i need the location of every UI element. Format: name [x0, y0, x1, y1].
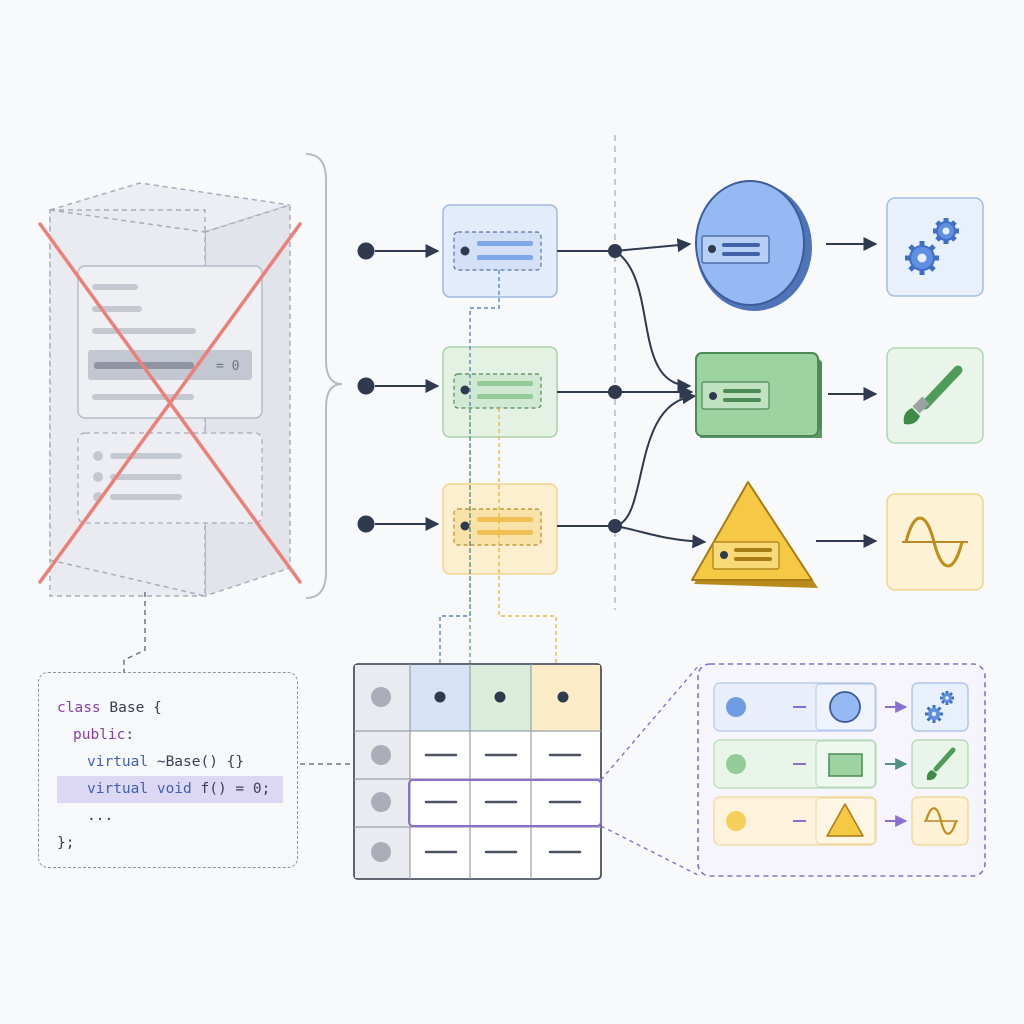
summary-row-yellow	[713, 796, 969, 846]
junction-node-1	[608, 244, 622, 258]
vtable-grid	[353, 663, 602, 880]
sine-wave-icon	[902, 516, 968, 568]
code-line-pure-virtual: virtual void f() = 0;	[57, 776, 283, 803]
code-line-destructor: virtual ~Base() {}	[87, 754, 245, 770]
shape-to-icon-arrows	[816, 237, 878, 548]
summary-row-green	[713, 739, 969, 789]
code-line-close: };	[57, 835, 75, 851]
junction-node-3	[608, 519, 622, 533]
cross-out-mark	[38, 222, 302, 584]
input-arrows	[357, 242, 440, 533]
code-line-class: class Base {	[57, 700, 162, 716]
code-line-ellipsis: ...	[87, 808, 114, 824]
brush-icon	[903, 365, 963, 425]
abstract-base-box: = 0	[49, 182, 291, 598]
input-node-2	[357, 377, 375, 395]
vtable-pointer-links	[439, 270, 557, 697]
dispatch-paths	[557, 238, 707, 549]
object-card-blue	[442, 204, 558, 298]
brush-icon-tile	[886, 347, 984, 444]
concrete-circle	[695, 180, 812, 311]
object-card-green	[442, 346, 558, 438]
junction-node-2	[608, 385, 622, 399]
input-node-3	[357, 515, 375, 533]
dispatch-summary-panel	[697, 663, 986, 877]
concrete-rectangle	[695, 352, 822, 438]
code-line-public: public:	[73, 727, 135, 743]
code-panel: class Base { public: virtual ~Base() {} …	[38, 672, 298, 868]
pure-virtual-marker: = 0	[216, 359, 239, 374]
vtable-highlight-row	[408, 779, 602, 827]
grouping-brace	[305, 153, 343, 599]
sine-wave-icon-tile	[886, 493, 984, 591]
object-card-yellow	[442, 483, 558, 575]
concrete-triangle	[691, 481, 818, 588]
gears-icon-tile	[886, 197, 984, 297]
base-to-code-connector	[123, 592, 146, 672]
zoom-connectors	[600, 663, 701, 877]
input-node-1	[357, 242, 375, 260]
summary-row-blue	[713, 682, 969, 732]
